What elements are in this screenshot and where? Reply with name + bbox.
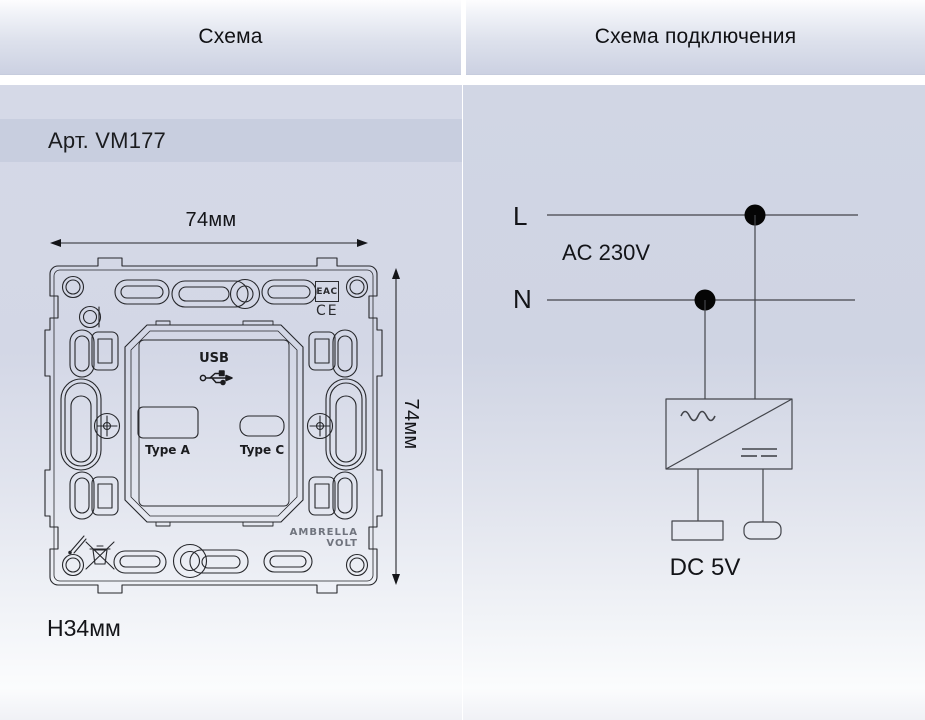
connection-scheme-panel [463, 85, 925, 720]
eac-certification-mark: EAC [315, 281, 339, 302]
live-line-label: L [513, 201, 528, 231]
output-voltage-label: DC 5V [669, 554, 741, 581]
dimension-depth-label: H34мм [47, 615, 121, 641]
brand-line1: AMBRELLA [289, 527, 358, 538]
dimension-width-label: 74мм [185, 209, 237, 231]
article-band: Арт. VM177 [0, 119, 462, 162]
dimension-height-label: 74мм [400, 398, 422, 450]
usb-label: USB [199, 351, 229, 366]
type-a-label: Type A [145, 443, 190, 457]
neutral-line-label: N [513, 284, 532, 314]
article-number: Арт. VM177 [48, 127, 166, 153]
input-voltage-label: AC 230V [562, 240, 651, 265]
tab-scheme[interactable]: Схема [0, 0, 461, 75]
brand-line2: VOLT [326, 538, 358, 549]
tab-scheme-label: Схема [198, 25, 263, 48]
tab-connection-scheme[interactable]: Схема подключения [466, 0, 925, 75]
tab-connection-scheme-label: Схема подключения [594, 25, 797, 48]
type-c-label: Type C [239, 443, 285, 457]
ce-certification-mark: CE [316, 303, 339, 319]
brand-logo: AMBRELLA VOLT [280, 527, 358, 549]
